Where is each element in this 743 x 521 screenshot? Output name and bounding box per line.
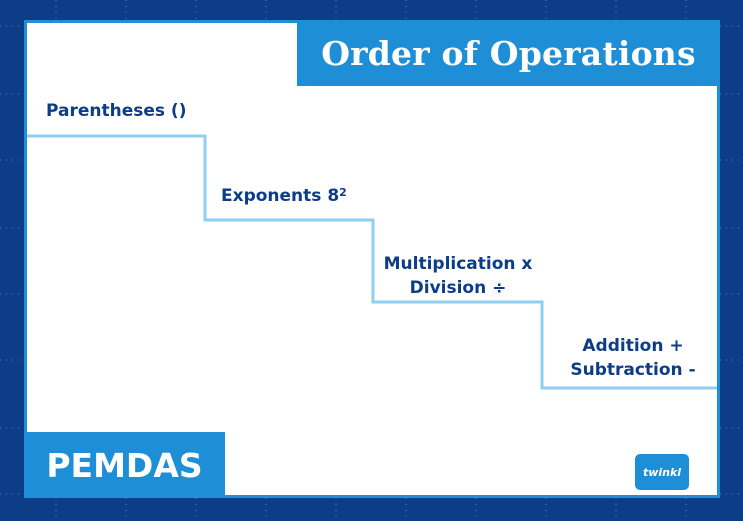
step-multiplication-text: Multiplication x <box>383 254 533 274</box>
step-division-text: Division ÷ <box>409 278 507 298</box>
step-addition-text: Addition + <box>582 336 684 356</box>
twinkl-logo: twinkl <box>633 452 691 492</box>
pemdas-acronym: PEMDAS <box>24 432 225 498</box>
step-exponents-text: Exponents 8 <box>221 186 340 206</box>
staircase-step-line <box>27 134 717 390</box>
step-exponents-superscript: 2 <box>339 186 347 199</box>
step-multiplication-division: Multiplication x Division ÷ <box>376 252 540 300</box>
step-parentheses-text: Parentheses () <box>46 101 187 121</box>
twinkl-logo-text: twinkl <box>642 465 682 479</box>
step-parentheses: Parentheses () <box>46 99 186 123</box>
step-exponents: Exponents 82 <box>221 184 347 208</box>
poster-title: Order of Operations <box>297 20 720 86</box>
step-subtraction-text: Subtraction - <box>570 360 696 380</box>
step-addition-subtraction: Addition + Subtraction - <box>548 334 718 382</box>
